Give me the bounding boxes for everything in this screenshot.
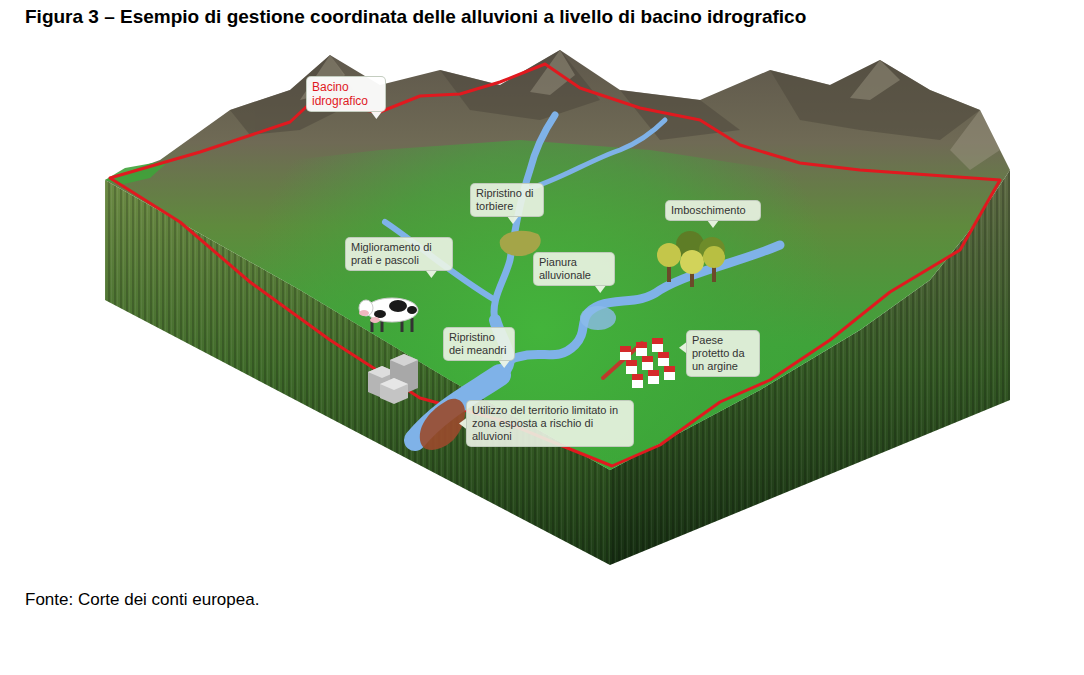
callout-label: Paese protetto da un argine: [692, 334, 754, 373]
callout-pointer: [507, 216, 519, 224]
terrain-top: [105, 50, 1010, 470]
village: [658, 358, 669, 366]
village: [652, 338, 663, 344]
cow: [389, 300, 407, 312]
village: [642, 362, 653, 370]
village: [658, 352, 669, 358]
river-upper-right: [525, 120, 665, 190]
village: [620, 344, 675, 388]
callout-box: Imboschimento: [665, 200, 761, 221]
source-caption: Fonte: Corte dei conti europea.: [25, 590, 259, 610]
mountain-ridges: [770, 60, 980, 140]
buildings: [390, 354, 418, 366]
figure-title: Figura 3 – Esempio di gestione coordinat…: [25, 6, 806, 28]
cow: [359, 300, 373, 316]
forest: [680, 250, 704, 274]
village: [664, 366, 675, 372]
callout-pointer: [707, 220, 719, 228]
callout-label: Miglioramento di prati e pascoli: [351, 241, 447, 267]
mountain-highlights: [530, 50, 575, 95]
callout-pointer: [425, 270, 437, 278]
callout-box: Paese protetto da un argine: [686, 330, 760, 377]
callout-pointer: [370, 111, 382, 119]
village: [603, 338, 675, 388]
village: [636, 342, 647, 348]
valley-floor: [105, 140, 970, 470]
village: [642, 356, 653, 362]
village: [620, 352, 631, 360]
cow: [359, 298, 418, 332]
village: [648, 370, 659, 376]
callout-label: Ripristino dei meandri: [449, 331, 509, 357]
callout-box: Miglioramento di prati e pascoli: [345, 237, 453, 271]
cow: [359, 310, 369, 316]
callout-box: Ripristino dei meandri: [443, 327, 515, 361]
cow: [411, 318, 414, 332]
cow: [370, 317, 380, 323]
callout-label: Ripristino di torbiere: [476, 187, 538, 213]
callout-label: Bacino idrografico: [312, 80, 380, 108]
callout-pointer: [594, 285, 606, 293]
village: [626, 366, 637, 374]
cow: [407, 306, 417, 314]
village: [632, 380, 643, 388]
cow: [366, 298, 418, 322]
buildings: [380, 378, 408, 404]
callout-label: Pianura alluvionale: [539, 256, 609, 282]
village: [636, 348, 647, 356]
rivers: [385, 115, 780, 440]
mountain-highlights: [950, 110, 1000, 170]
floodplain-area: [580, 306, 616, 330]
restricted-land-use-zone: [420, 399, 465, 450]
village: [626, 360, 637, 366]
basin-boundary: [110, 64, 1000, 466]
mountain-highlights: [850, 60, 900, 100]
callout-box: Utilizzo del territorio limitato in zona…: [466, 400, 634, 447]
village: [652, 344, 663, 352]
callout-label: Utilizzo del territorio limitato in zona…: [472, 404, 628, 443]
callout-label: Imboschimento: [671, 204, 755, 217]
village: [664, 372, 675, 380]
terrain-block: [105, 50, 1010, 565]
forest: [703, 246, 725, 268]
callout-box: Ripristino di torbiere: [470, 183, 544, 217]
village: [632, 374, 643, 380]
river-upper: [494, 115, 555, 320]
forest: [657, 231, 725, 287]
village: [620, 338, 675, 380]
callout-box: Bacino idrografico: [306, 76, 386, 112]
callout-box: Pianura alluvionale: [533, 252, 615, 286]
forest: [657, 243, 681, 267]
village: [648, 376, 659, 384]
callout-pointer: [498, 360, 510, 368]
cow: [374, 310, 386, 318]
buildings: [380, 378, 408, 390]
buildings: [368, 354, 418, 404]
village: [620, 346, 631, 352]
